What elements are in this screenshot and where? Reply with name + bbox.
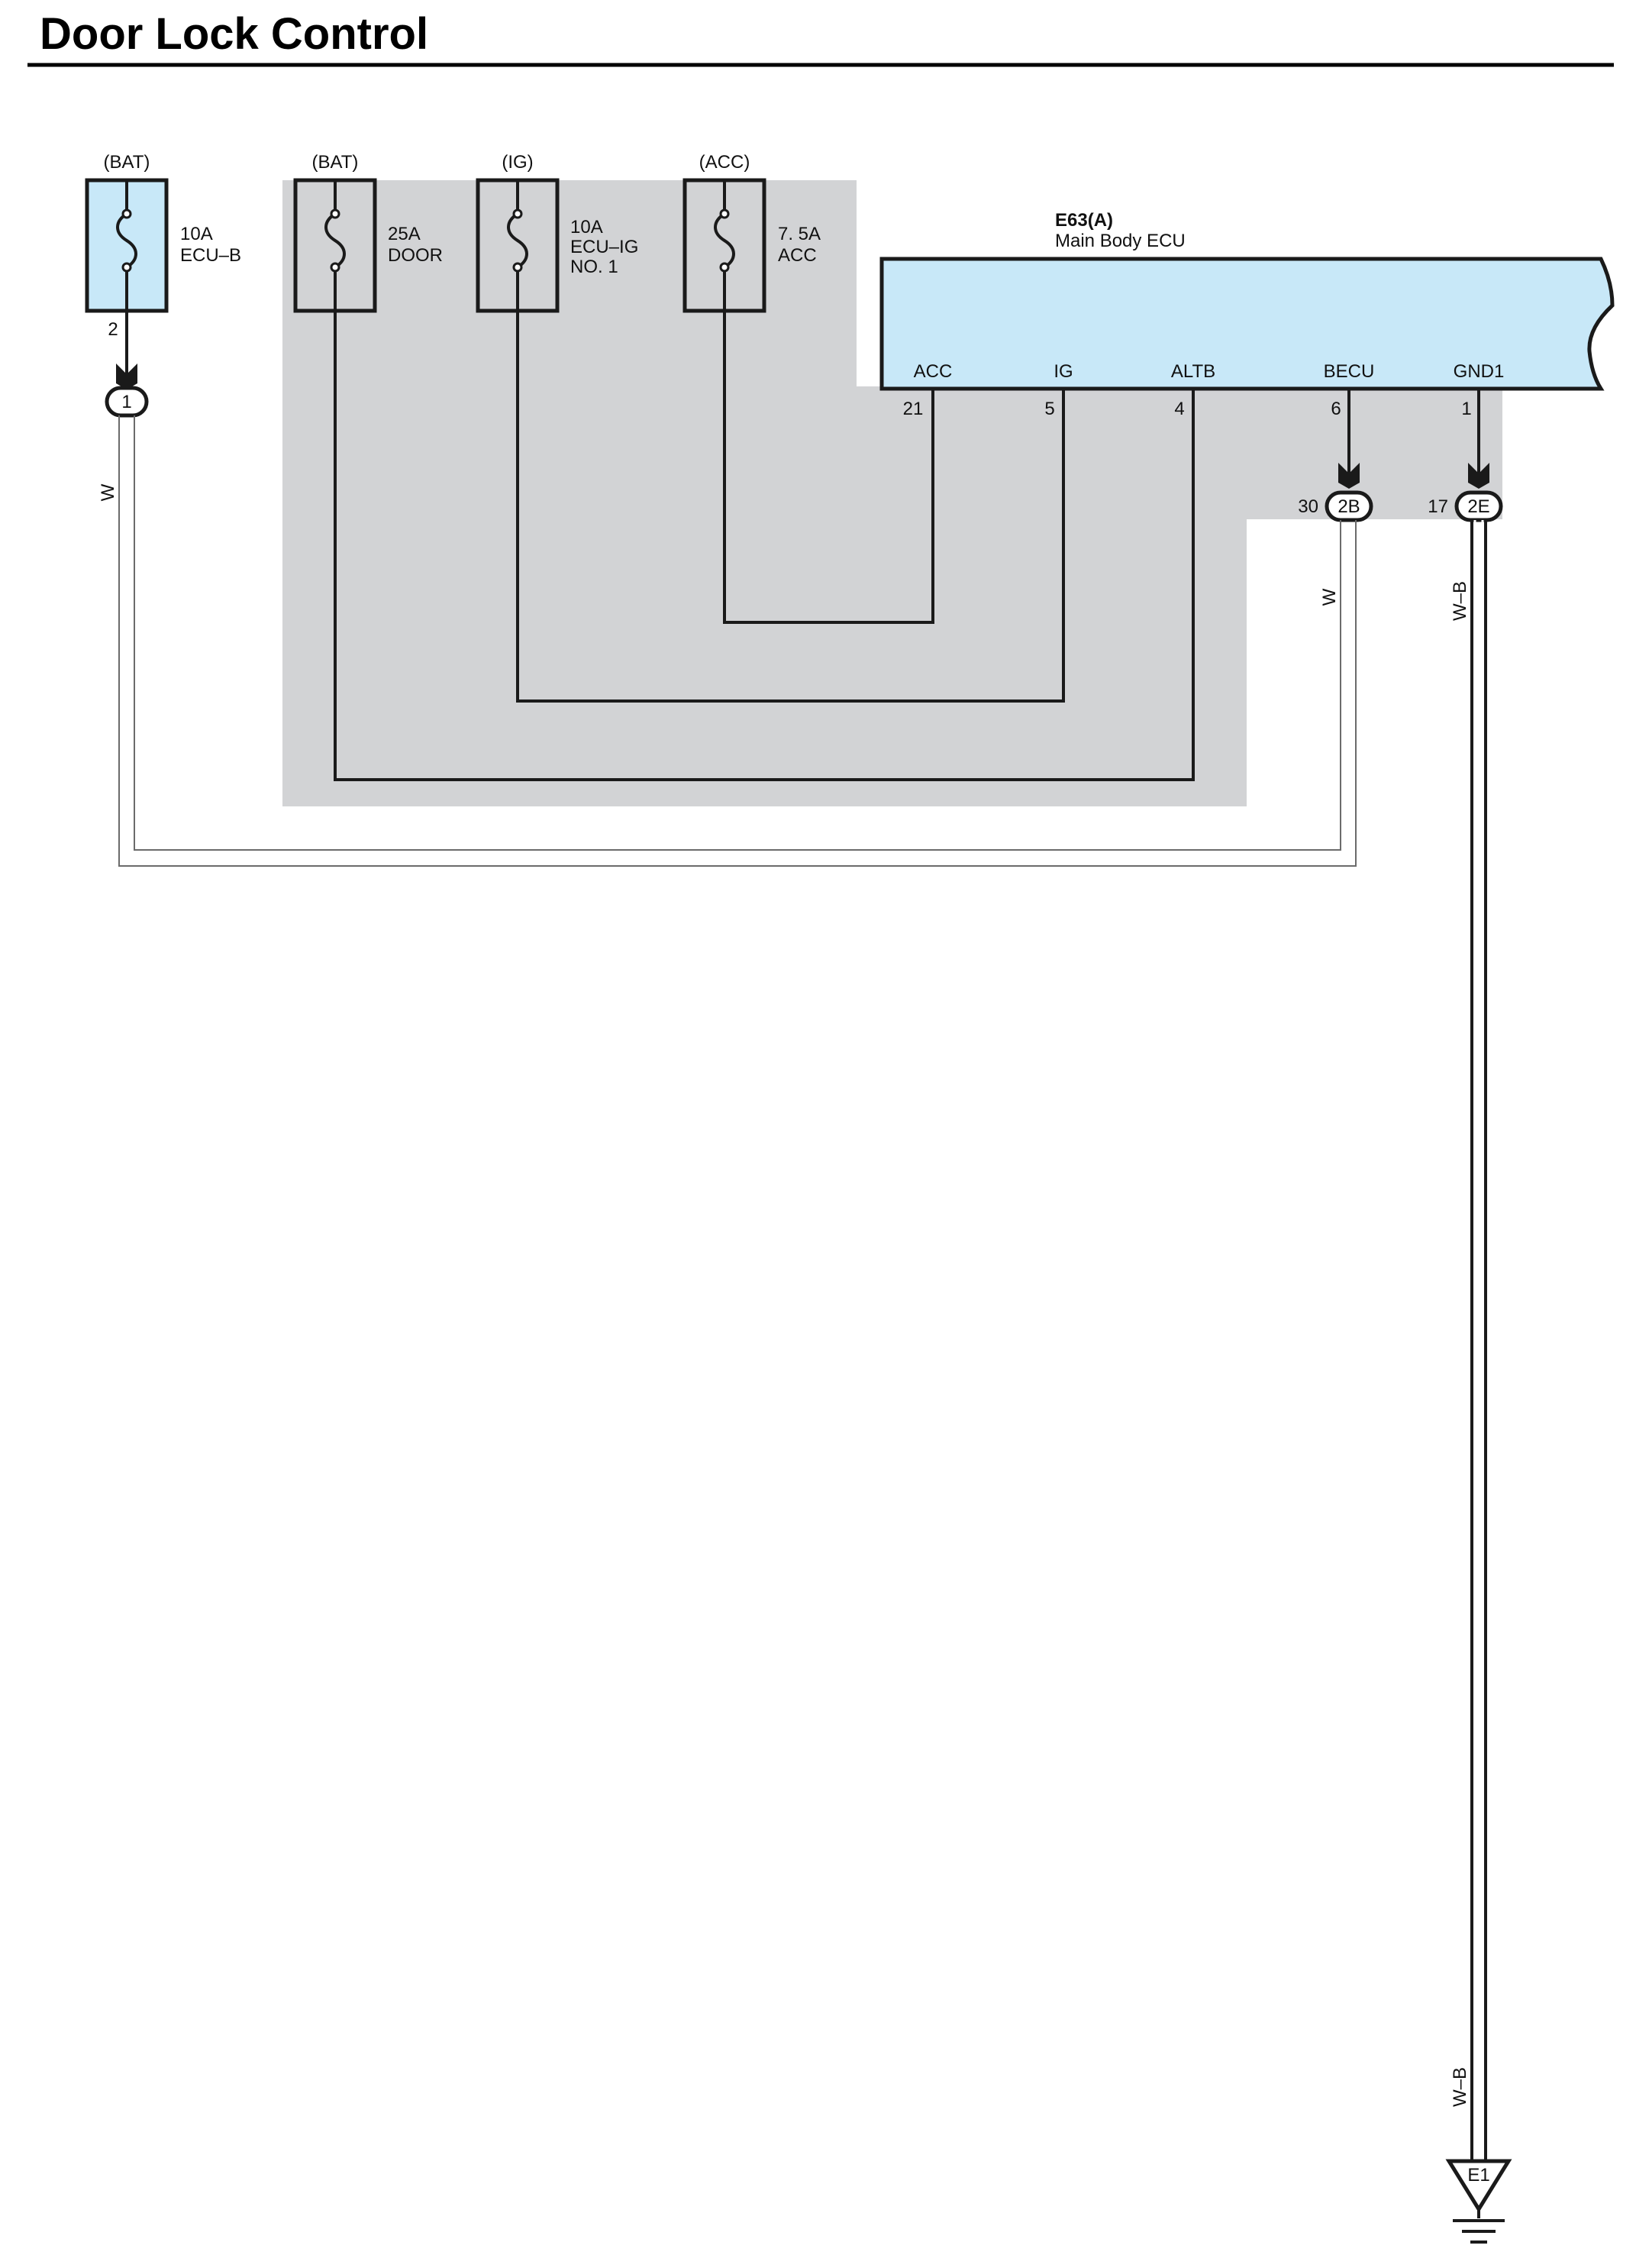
ecu-pin-label-becu: BECU (1324, 361, 1375, 382)
fuse-1-terminal-top (121, 208, 132, 219)
fuse-2-source: (BAT) (312, 152, 359, 173)
ecu-pin-number-altb: 4 (1174, 399, 1184, 419)
connector-2b-label: 2B (1338, 496, 1360, 517)
fuse-3-rating: 10A (570, 217, 603, 237)
wire-ig-to-ecu (516, 311, 1065, 703)
connector-2e-arrow-icon (1468, 463, 1489, 489)
ecu-pin-label-acc: ACC (914, 361, 953, 382)
connector-1-arrow-icon (116, 363, 137, 389)
wire-color-w-right: W (1319, 588, 1340, 606)
connector-2b-arrow-icon (1338, 463, 1360, 489)
fuse-4-name: ACC (778, 245, 817, 266)
ecu-code: E63(A) (1055, 210, 1113, 231)
wire-color-wb-top: W–B (1450, 581, 1470, 621)
wire-acc-to-ecu (723, 311, 934, 624)
junction-block-shade (282, 180, 1502, 806)
fuse-3-name-line-1: ECU–IG (570, 237, 638, 257)
fuse-1-source: (BAT) (104, 152, 150, 173)
ecu-pin-number-gnd1: 1 (1461, 399, 1471, 419)
fuse-3-source: (IG) (502, 152, 533, 173)
fuse-3-terminal-bottom (512, 262, 523, 273)
fuse-1-out-pin: 2 (108, 319, 118, 340)
connector-2e-pin: 17 (1428, 496, 1448, 517)
ground-e1-triangle-icon (1445, 2159, 1512, 2213)
wire-w-inner (134, 415, 1341, 851)
connector-2b (1325, 490, 1373, 522)
ecu-pin-label-ig: IG (1054, 361, 1073, 382)
ecu-pin-label-altb: ALTB (1171, 361, 1215, 382)
wire-wb-stripe (1473, 520, 1484, 2169)
connector-1 (105, 386, 149, 418)
connector-1-label: 1 (121, 392, 131, 412)
fuse-4-terminal-bottom (719, 262, 730, 273)
ecu-pin-number-becu: 6 (1331, 399, 1341, 419)
fuse-3-name-line-2: NO. 1 (570, 257, 618, 277)
wire-color-w-left: W (98, 483, 118, 501)
wire-w-outer (118, 415, 1357, 867)
connector-2e (1454, 490, 1503, 522)
fuse-2-terminal-top (330, 208, 340, 219)
ecu-name: Main Body ECU (1055, 231, 1186, 251)
fuse-4-element (714, 212, 735, 269)
fuse-3-terminal-top (512, 208, 523, 219)
fuse-2-rating: 25A (388, 224, 421, 244)
wire-color-wb-bottom: W–B (1450, 2067, 1470, 2107)
ground-e1-label: E1 (1467, 2165, 1489, 2186)
fuse-1-rating: 10A (180, 224, 213, 244)
fuse-3-element (507, 212, 528, 269)
fuse-1-name: ECU–B (180, 245, 241, 266)
ecu-pin-label-gnd1: GND1 (1454, 361, 1505, 382)
fuse-1-element (116, 212, 137, 269)
fuse-1-terminal-bottom (121, 262, 132, 273)
ecu-box (879, 257, 1615, 391)
page-title: Door Lock Control (40, 9, 428, 59)
fuse-4-terminal-top (719, 208, 730, 219)
connector-2e-label: 2E (1467, 496, 1489, 517)
ecu-pin-number-acc: 21 (903, 399, 924, 419)
ecu-pin-number-ig: 5 (1044, 399, 1054, 419)
fuse-2-element (324, 212, 346, 269)
wire-door-to-altb (334, 311, 1195, 781)
fuse-4-rating: 7. 5A (778, 224, 821, 244)
fuse-2-name: DOOR (388, 245, 443, 266)
fuse-2-terminal-bottom (330, 262, 340, 273)
connector-2b-pin: 30 (1298, 496, 1318, 517)
fuse-4-source: (ACC) (699, 152, 750, 173)
